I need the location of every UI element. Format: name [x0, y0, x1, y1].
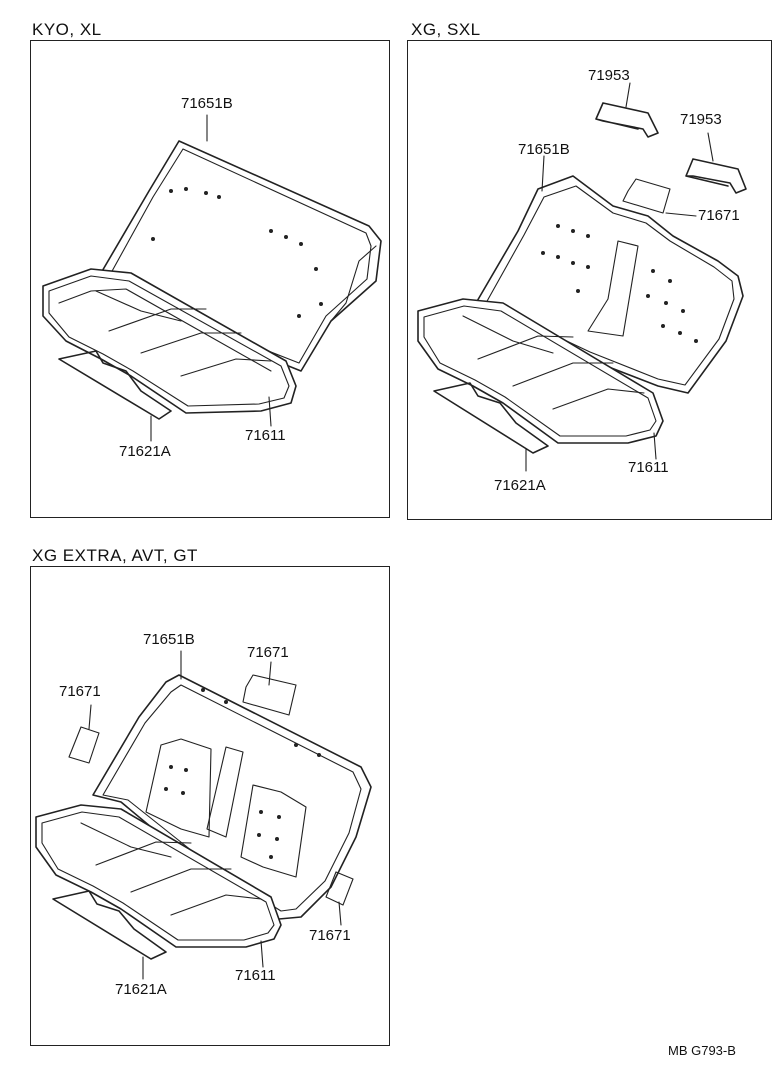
cushion-cover-shape: [417, 298, 664, 444]
backrest-cover-shape: [100, 140, 382, 372]
pad-shape: [52, 890, 167, 960]
callout-headrest-cover-1: 71953: [588, 67, 630, 84]
callout-armrest-cover-top: 71671: [247, 644, 289, 661]
panel-title-xg-extra: XG EXTRA, AVT, GT: [32, 546, 198, 565]
headrest-cover-shape-1: [595, 102, 659, 138]
callout-cushion-cover: 71611: [235, 967, 276, 984]
diagram-panel-xg-extra: 71651B 71671 71671 71671 71611 71621A: [30, 566, 390, 1046]
callout-pad: 71621A: [115, 981, 167, 998]
diagram-code: MB G793-B: [668, 1043, 736, 1058]
callout-cushion-cover: 71611: [245, 427, 286, 444]
rear-seat-illustration-xg-sxl: [417, 82, 747, 472]
armrest-cover-right-shape: [325, 871, 354, 906]
callout-armrest-cover: 71671: [698, 207, 740, 224]
cushion-cover-shape: [35, 804, 282, 948]
armrest-cover-left-shape: [68, 726, 100, 764]
rear-seat-illustration-xg-extra: [35, 650, 372, 980]
cushion-cover-shape: [42, 268, 297, 414]
callout-backrest-cover: 71651B: [181, 95, 233, 112]
pad-shape: [433, 382, 549, 454]
panel-title-xg-sxl: XG, SXL: [411, 20, 481, 39]
rear-seat-illustration-kyo-xl: [42, 114, 382, 442]
callout-backrest-cover: 71651B: [143, 631, 195, 648]
callout-pad: 71621A: [494, 477, 546, 494]
panel-title-kyo-xl: KYO, XL: [32, 20, 102, 39]
pad-shape: [58, 350, 172, 420]
diagram-panel-xg-sxl: 71953 71953 71651B 71671 71611 71621A: [407, 40, 772, 520]
headrest-cover-shape-2: [685, 158, 747, 194]
backrest-cover-shape: [92, 674, 372, 920]
callout-pad: 71621A: [119, 443, 171, 460]
callout-armrest-cover-left: 71671: [59, 683, 101, 700]
callout-armrest-cover-right: 71671: [309, 927, 351, 944]
callout-cushion-cover: 71611: [628, 459, 669, 476]
armrest-cover-shape: [622, 178, 671, 214]
armrest-cover-top-shape: [242, 674, 297, 716]
callout-backrest-cover: 71651B: [518, 141, 570, 158]
callout-headrest-cover-2: 71953: [680, 111, 722, 128]
diagram-panel-kyo-xl: 71651B 71611 71621A: [30, 40, 390, 518]
